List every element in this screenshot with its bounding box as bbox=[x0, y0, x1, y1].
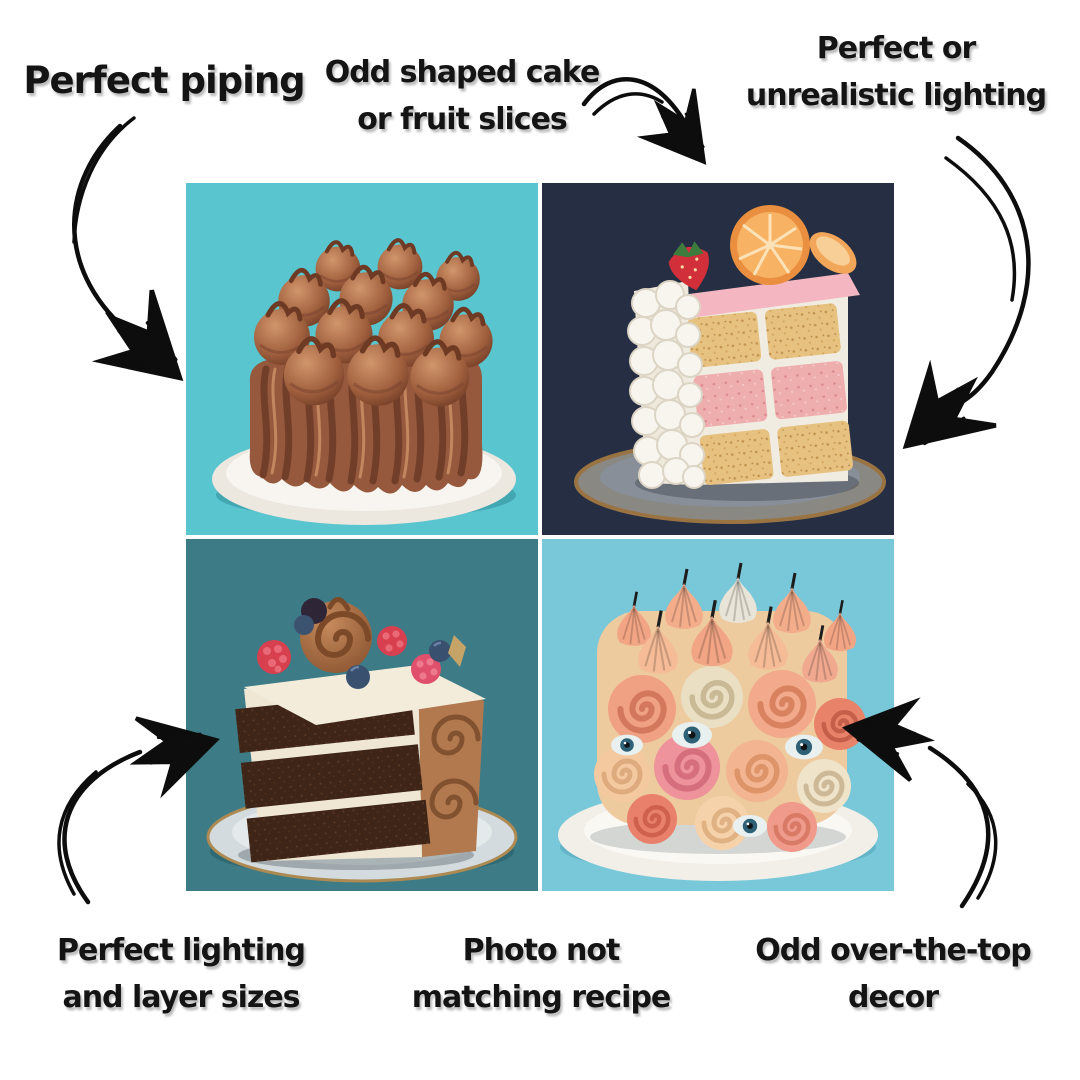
curved-arrow-right bbox=[878, 135, 1031, 478]
pink-glaze-top bbox=[666, 273, 860, 319]
raspberry bbox=[257, 640, 291, 674]
label-line: Perfect lighting bbox=[57, 933, 306, 968]
label-line: unrealistic lighting bbox=[745, 77, 1047, 113]
raspberry bbox=[411, 654, 441, 684]
gold-leaf bbox=[448, 635, 466, 667]
label-perfect-piping: Perfect piping bbox=[4, 52, 324, 109]
cream-ruffles bbox=[627, 280, 706, 489]
strawberry bbox=[668, 241, 709, 291]
orange-wedge bbox=[809, 232, 857, 274]
toppings bbox=[257, 597, 466, 689]
label-line: Perfect or bbox=[816, 31, 977, 66]
label-line: Odd over-the-top bbox=[755, 933, 1032, 968]
label-line: Odd shaped cake bbox=[324, 55, 601, 90]
cake-photo-bottom-right bbox=[542, 539, 894, 891]
cake-photo-top-right bbox=[542, 183, 894, 535]
cake-slice bbox=[235, 665, 486, 863]
sponge-layers bbox=[687, 303, 853, 485]
orange-slice bbox=[730, 205, 810, 285]
cake-photo-top-left bbox=[186, 183, 538, 535]
cake-photo-bottom-left bbox=[186, 539, 538, 891]
raspberry bbox=[377, 626, 407, 656]
label-over-the-top-decor: Odd over-the-top decor bbox=[743, 928, 1043, 1021]
blueberry bbox=[294, 615, 451, 689]
label-line: matching recipe bbox=[411, 979, 672, 1015]
label-line: and layer sizes bbox=[62, 979, 300, 1015]
label-photo-not-matching: Photo not matching recipe bbox=[391, 928, 691, 1021]
label-perfect-lighting-layers: Perfect lighting and layer sizes bbox=[31, 928, 331, 1021]
label-unrealistic-lighting: Perfect or unrealistic lighting bbox=[726, 26, 1066, 119]
label-line: Photo not bbox=[462, 933, 621, 968]
cake-photo-grid bbox=[186, 183, 894, 891]
label-line: or fruit slices bbox=[357, 101, 568, 137]
label-odd-shaped-cake: Odd shaped cake or fruit slices bbox=[312, 50, 612, 143]
label-line: decor bbox=[847, 979, 939, 1015]
label-line: Perfect piping bbox=[23, 59, 305, 102]
cake-slice bbox=[627, 205, 860, 489]
